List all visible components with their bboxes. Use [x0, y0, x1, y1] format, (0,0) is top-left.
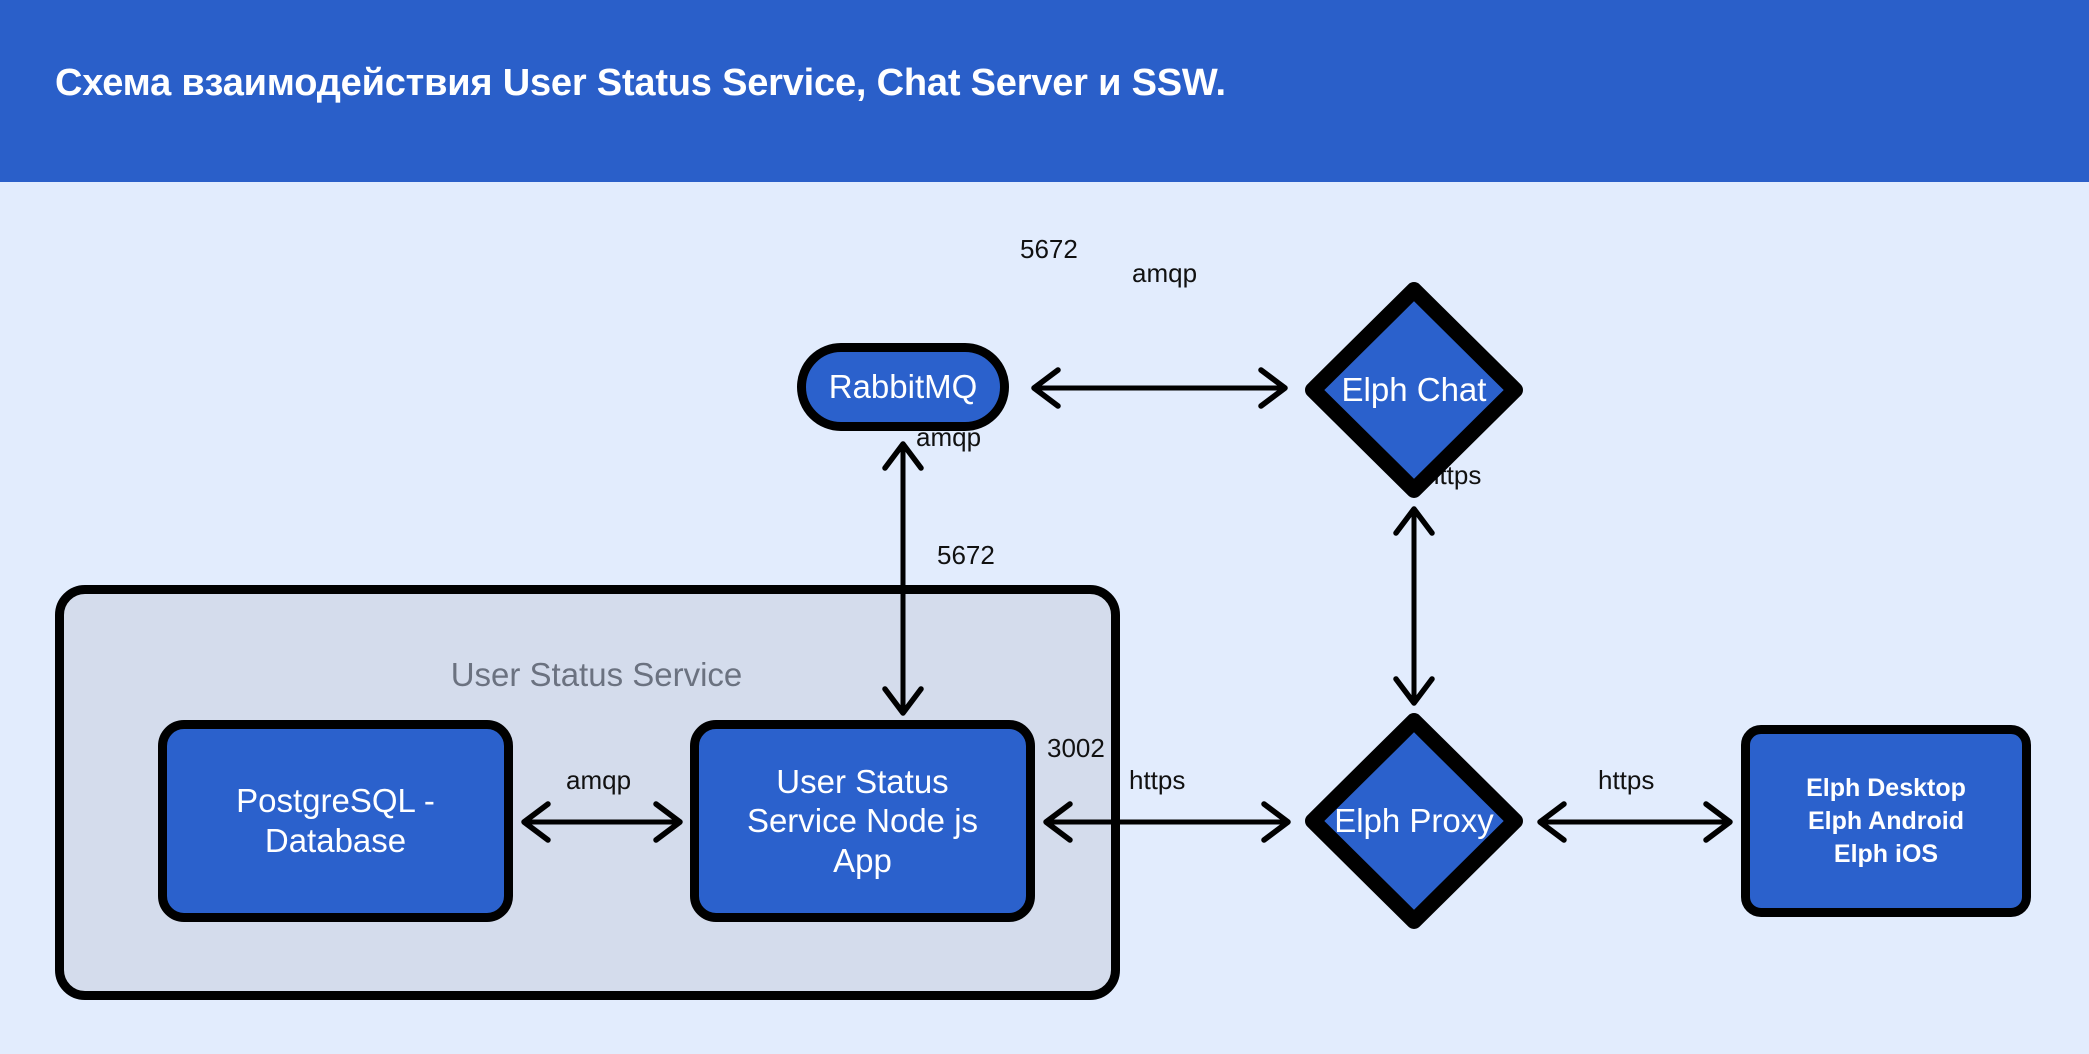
edge-elph-proxy-clients	[1537, 801, 1733, 843]
node-rabbitmq[interactable]: RabbitMQ	[797, 343, 1009, 431]
node-clients-line-3: Elph iOS	[1833, 839, 1939, 868]
edge-label-postgres-app-protocol: amqp	[566, 765, 632, 795]
elph-chat-diamond-shape	[1305, 282, 1523, 498]
node-elph-chat[interactable]: Elph Chat	[1305, 282, 1523, 498]
node-postgresql-line-1: PostgreSQL -	[236, 782, 435, 820]
edge-label-proxy-clients-protocol: https	[1598, 765, 1655, 795]
page-header: Схема взаимодействия User Status Service…	[0, 0, 2089, 182]
node-uss-app-line-3: App	[833, 841, 892, 879]
node-clients-line-1: Elph Desktop	[1806, 773, 1966, 802]
edge-label-rabbitmq-port: 5672	[1020, 234, 1078, 264]
node-uss-app-line-2: Service Node js	[746, 802, 979, 840]
edge-label-rabbitmq-chat-protocol: amqp	[1132, 258, 1198, 288]
group-title: User Status Service	[450, 656, 743, 693]
node-postgresql-database[interactable]: PostgreSQL - Database	[158, 720, 513, 922]
node-rabbitmq-label: RabbitMQ	[828, 368, 978, 406]
edge-label-app-proxy-port: 3002	[1047, 733, 1105, 763]
edge-label-app-proxy-protocol: https	[1129, 765, 1186, 795]
node-postgresql-label: PostgreSQL - Database	[226, 781, 445, 860]
node-user-status-service-app[interactable]: User Status Service Node js App	[690, 720, 1035, 922]
node-uss-app-line-1: User Status	[776, 762, 949, 800]
elph-proxy-diamond-shape	[1305, 713, 1523, 929]
edge-rabbitmq-elph-chat	[1031, 367, 1288, 409]
edge-elph-chat-elph-proxy	[1393, 506, 1435, 706]
node-elph-clients-label: Elph Desktop Elph Android Elph iOS	[1796, 772, 1976, 871]
edge-label-rabbitmq-app-port: 5672	[937, 540, 995, 570]
node-elph-proxy[interactable]: Elph Proxy	[1305, 713, 1523, 929]
node-clients-line-2: Elph Android	[1808, 806, 1964, 835]
page-title: Схема взаимодействия User Status Service…	[55, 62, 1226, 104]
diagram-canvas: User Status Service	[0, 182, 2089, 1054]
node-elph-clients[interactable]: Elph Desktop Elph Android Elph iOS	[1741, 725, 2031, 917]
node-user-status-service-app-label: User Status Service Node js App	[737, 762, 988, 881]
node-postgresql-line-2: Database	[264, 822, 407, 859]
